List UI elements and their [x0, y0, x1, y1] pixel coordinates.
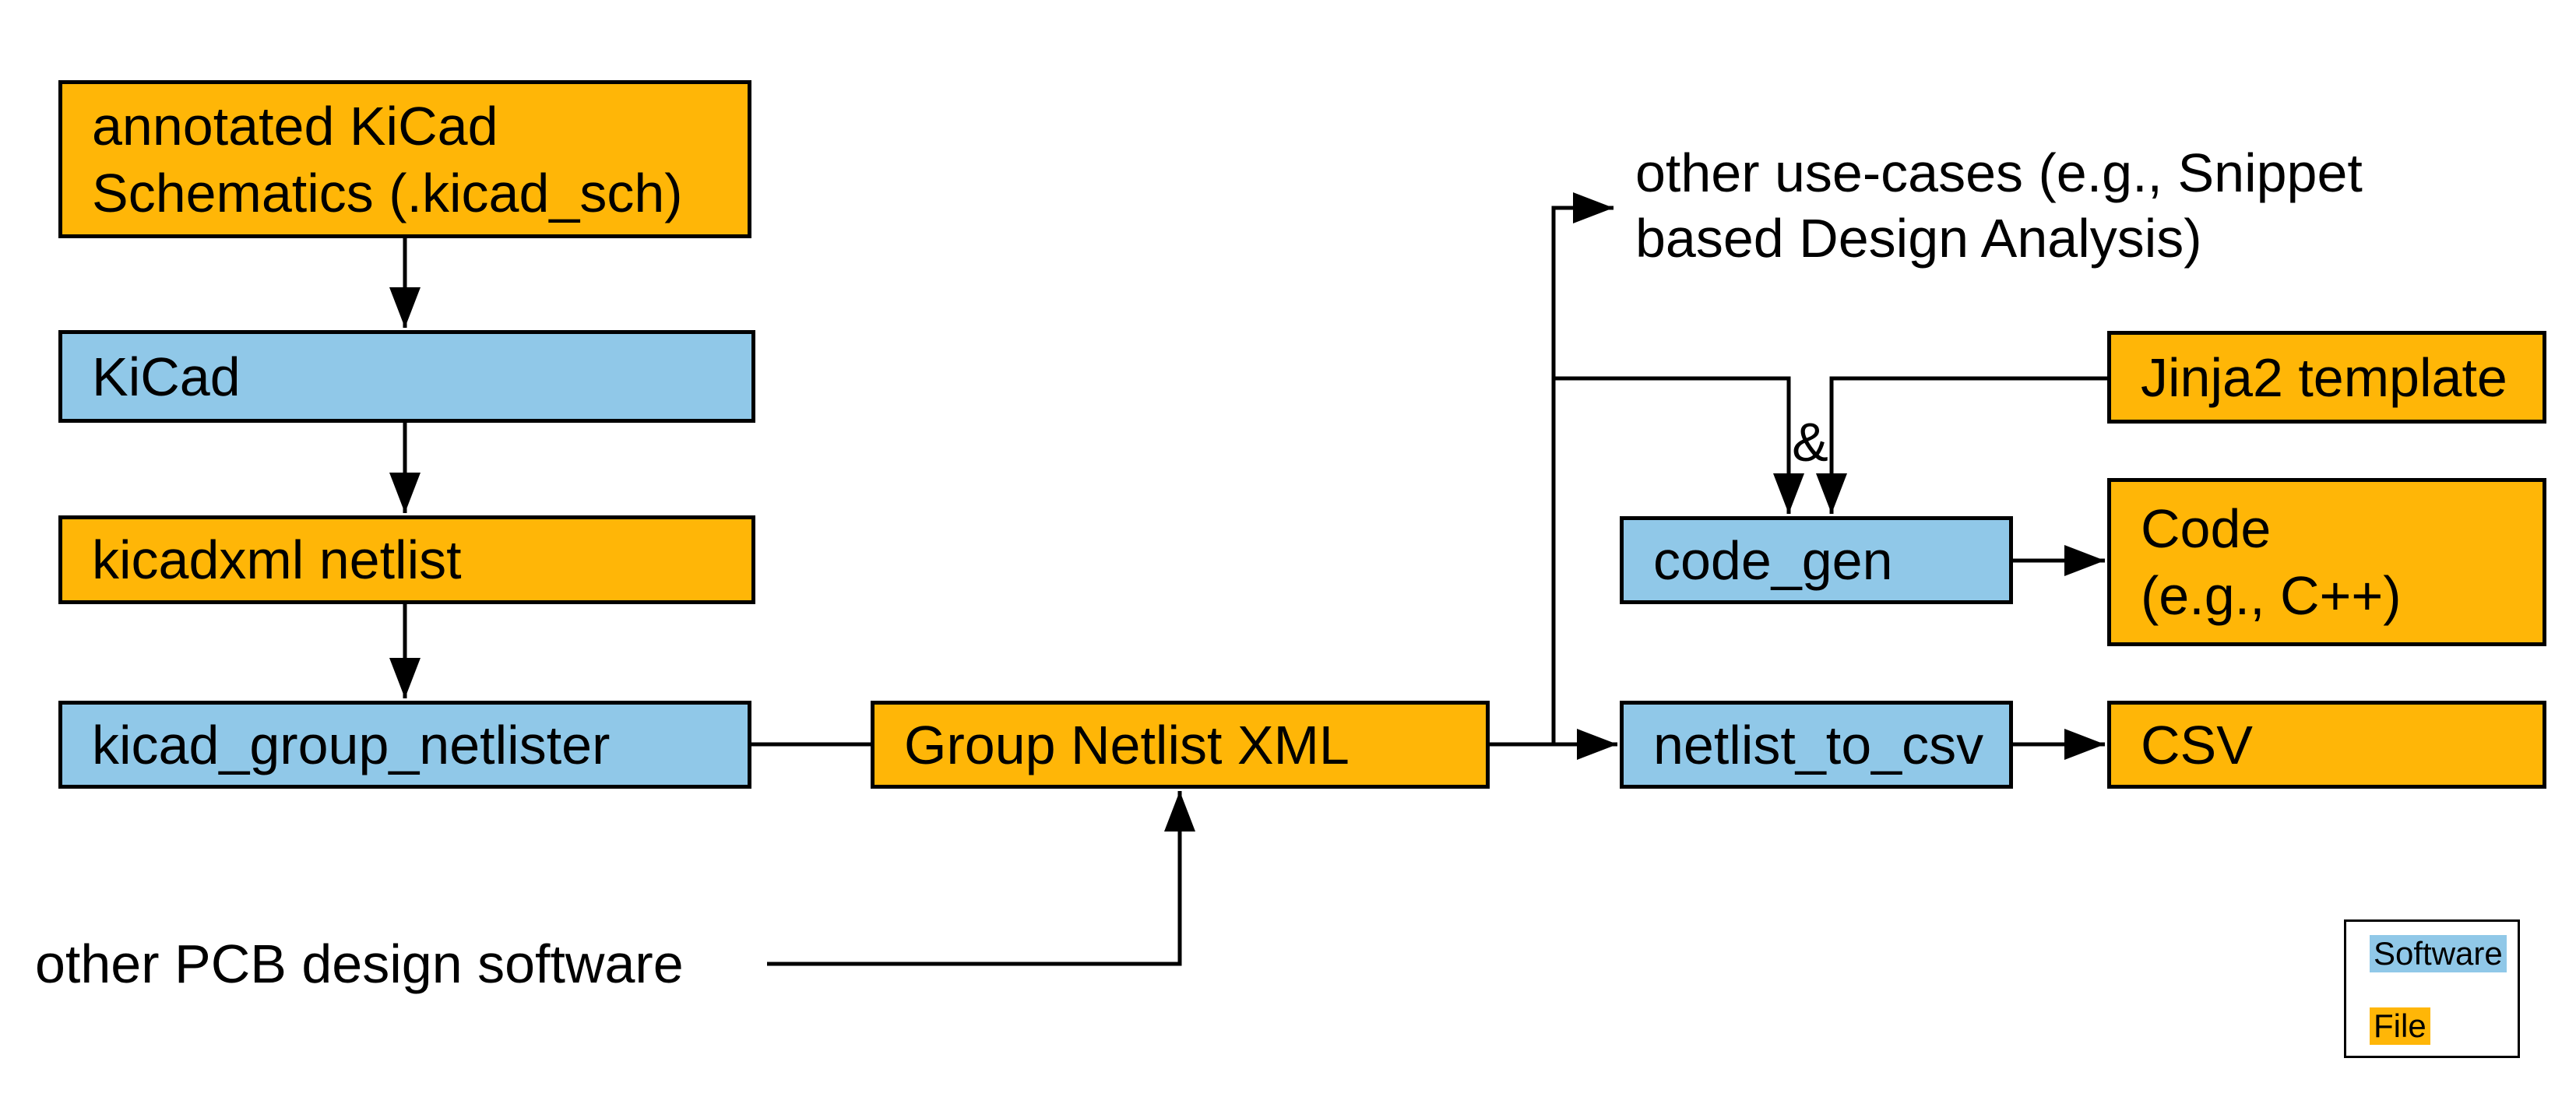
node-jinja2-template: Jinja2 template	[2107, 331, 2546, 424]
legend-item-file: File	[2370, 1007, 2430, 1045]
node-csv-output: CSV	[2107, 701, 2546, 789]
arrow-jinja2-to-code-gen	[1816, 376, 2107, 514]
node-kicad: KiCad	[58, 330, 755, 423]
arrow-branch-to-other-use-cases	[1551, 192, 1614, 744]
node-code-gen: code_gen	[1620, 516, 2013, 604]
node-netlist-to-csv: netlist_to_csv	[1620, 701, 2013, 789]
label-other-pcb-design-software: other PCB design software	[35, 933, 684, 994]
label-other-use-cases: other use-cases (e.g., Snippet based Des…	[1635, 142, 2363, 269]
node-code-output: Code (e.g., C++)	[2107, 478, 2546, 646]
node-annotated-kicad-schematics: annotated KiCad Schematics (.kicad_sch)	[58, 80, 751, 238]
arrow-branch-to-code-gen	[1554, 376, 1804, 514]
legend: Software File	[2344, 919, 2520, 1058]
arrow-other-pcb-to-groupxml	[767, 791, 1195, 966]
legend-item-software: Software	[2370, 935, 2507, 972]
node-group-netlist-xml: Group Netlist XML	[871, 701, 1490, 789]
label-and-operator: &	[1792, 412, 1828, 473]
node-kicadxml-netlist: kicadxml netlist	[58, 515, 755, 604]
node-kicad-group-netlister: kicad_group_netlister	[58, 701, 751, 789]
